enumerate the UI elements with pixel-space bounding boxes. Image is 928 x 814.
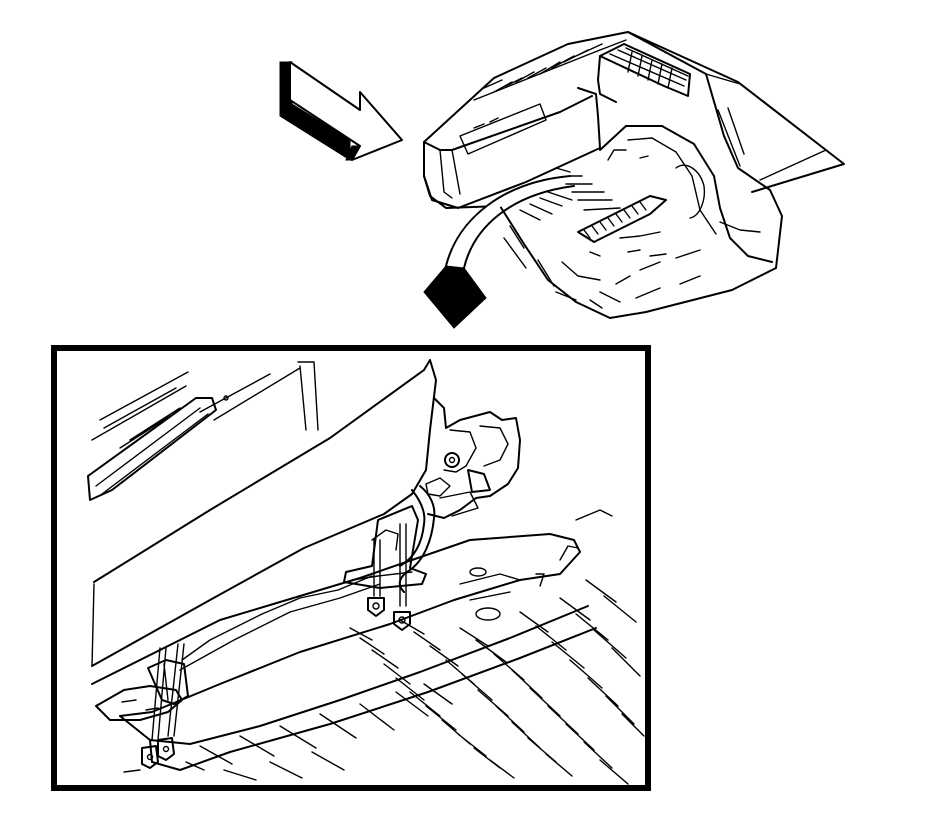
callout-arrow-icon — [423, 173, 575, 329]
detail-inset — [51, 345, 651, 791]
bolt-center-right — [393, 523, 411, 631]
detail-view — [87, 359, 645, 785]
overview-vehicle-bed — [423, 31, 845, 319]
direction-arrow-icon — [279, 61, 403, 161]
bolt-left-a — [141, 647, 167, 769]
bolt-center-left — [367, 539, 385, 617]
bolt-left-b — [157, 643, 185, 761]
